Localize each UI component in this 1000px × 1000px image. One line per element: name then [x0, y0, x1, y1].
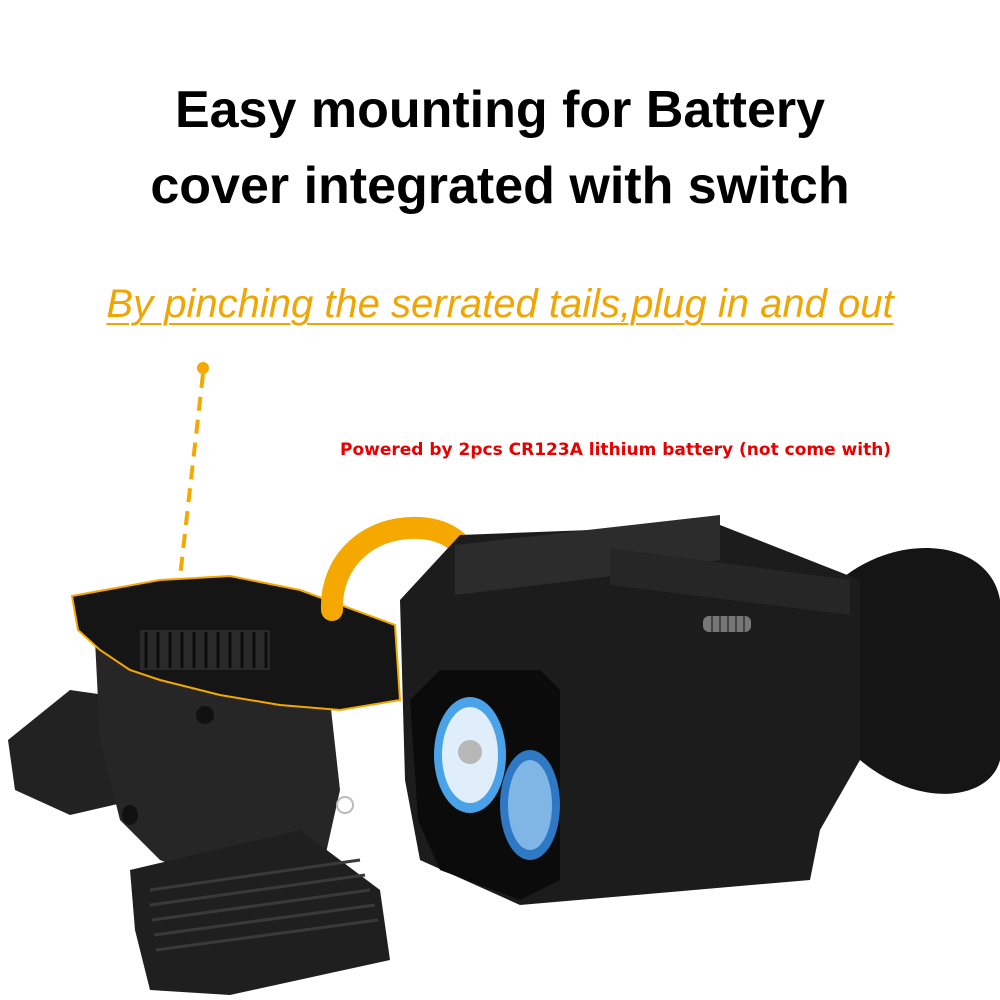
- headline-line-1: Easy mounting for Battery: [174, 81, 826, 139]
- cr123a-batteries: [434, 697, 560, 860]
- product-illustration: [8, 362, 1000, 995]
- flashlight-body: [400, 515, 1000, 905]
- battery-cover-switch: [8, 574, 402, 995]
- headline-line-2: cover integrated with switch: [150, 157, 850, 215]
- dashed-pointer-line: [168, 362, 209, 666]
- mounting-screw: [703, 616, 751, 632]
- instruction-text: By pinching the serrated tails,plug in a…: [106, 282, 894, 326]
- battery-note: Powered by 2pcs CR123A lithium battery (…: [340, 440, 892, 460]
- headline: Easy mounting for Battery cover integrat…: [0, 72, 1000, 224]
